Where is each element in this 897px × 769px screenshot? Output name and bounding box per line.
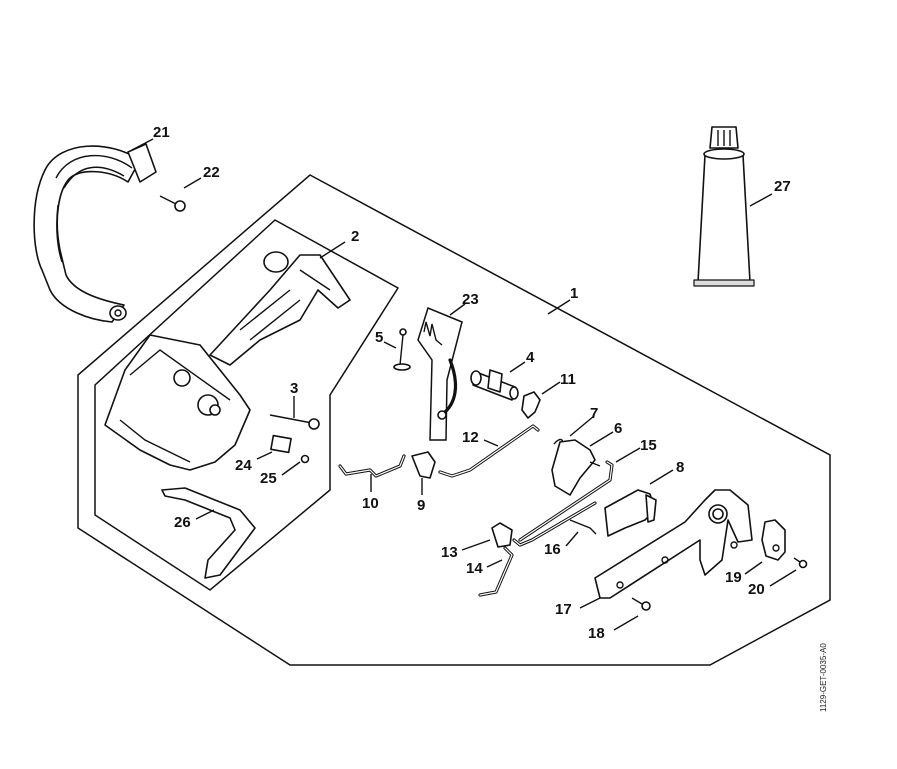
leader-lines bbox=[131, 138, 797, 631]
label-23: 23 bbox=[462, 291, 479, 308]
wire-eyelet bbox=[437, 410, 447, 420]
label-12: 12 bbox=[462, 429, 479, 446]
reference-code: 1129-GET-0035-A0 bbox=[819, 643, 828, 712]
rod-part-10 bbox=[338, 454, 406, 478]
label-27: 27 bbox=[774, 178, 791, 195]
small-spring-part-16 bbox=[569, 519, 597, 535]
label-5: 5 bbox=[375, 329, 383, 346]
label-1: 1 bbox=[570, 285, 578, 302]
handle-bar-part-21 bbox=[33, 143, 157, 323]
clip-part-11 bbox=[521, 391, 541, 419]
screw-part-18 bbox=[631, 597, 651, 611]
spring-part-23 bbox=[423, 321, 443, 346]
connector-rod bbox=[512, 501, 597, 547]
lever-pin bbox=[589, 461, 601, 467]
pin-part-5 bbox=[393, 328, 411, 371]
label-10: 10 bbox=[362, 495, 379, 512]
label-9: 9 bbox=[417, 497, 425, 514]
label-21: 21 bbox=[153, 124, 170, 141]
label-18: 18 bbox=[588, 625, 605, 642]
cover-plate-tab bbox=[645, 494, 657, 523]
bracket-part-17 bbox=[594, 489, 753, 599]
lever-part-9 bbox=[411, 451, 436, 479]
small-lever-part-13 bbox=[491, 522, 513, 548]
label-part-24 bbox=[270, 434, 292, 454]
label-13: 13 bbox=[441, 544, 458, 561]
bent-rod-part-14 bbox=[478, 546, 514, 597]
long-screw-part-3 bbox=[269, 414, 320, 430]
cover-hole bbox=[772, 544, 780, 552]
handle-housing-part-2 bbox=[104, 251, 351, 471]
label-16: 16 bbox=[544, 541, 561, 558]
spring-rod-part-15 bbox=[518, 460, 614, 542]
label-6: 6 bbox=[614, 420, 622, 437]
label-19: 19 bbox=[725, 569, 742, 586]
assembly-frame-1 bbox=[77, 174, 831, 666]
label-26: 26 bbox=[174, 514, 191, 531]
housing-frame-2 bbox=[94, 219, 400, 591]
label-7: 7 bbox=[590, 405, 598, 422]
label-8: 8 bbox=[676, 459, 684, 476]
grease-tube-part-27 bbox=[693, 126, 755, 287]
label-2: 2 bbox=[351, 228, 359, 245]
small-cover-part-19 bbox=[761, 519, 786, 561]
screw-part-20 bbox=[793, 557, 808, 569]
label-24: 24 bbox=[235, 457, 252, 474]
screw-part-25 bbox=[300, 454, 310, 464]
label-15: 15 bbox=[640, 437, 657, 454]
long-rod-part-12 bbox=[438, 424, 540, 478]
label-22: 22 bbox=[203, 164, 220, 181]
label-20: 20 bbox=[748, 581, 765, 598]
label-11: 11 bbox=[560, 371, 576, 388]
label-17: 17 bbox=[555, 601, 572, 618]
cylinder-part-4 bbox=[470, 369, 519, 401]
label-3: 3 bbox=[290, 380, 298, 397]
screw-part-22 bbox=[159, 195, 186, 212]
label-14: 14 bbox=[466, 560, 483, 577]
label-4: 4 bbox=[526, 349, 535, 366]
wire-part-23 bbox=[443, 358, 457, 414]
cover-strip-part-26 bbox=[161, 487, 256, 579]
lever-part-6 bbox=[551, 439, 596, 496]
label-25: 25 bbox=[260, 470, 277, 487]
